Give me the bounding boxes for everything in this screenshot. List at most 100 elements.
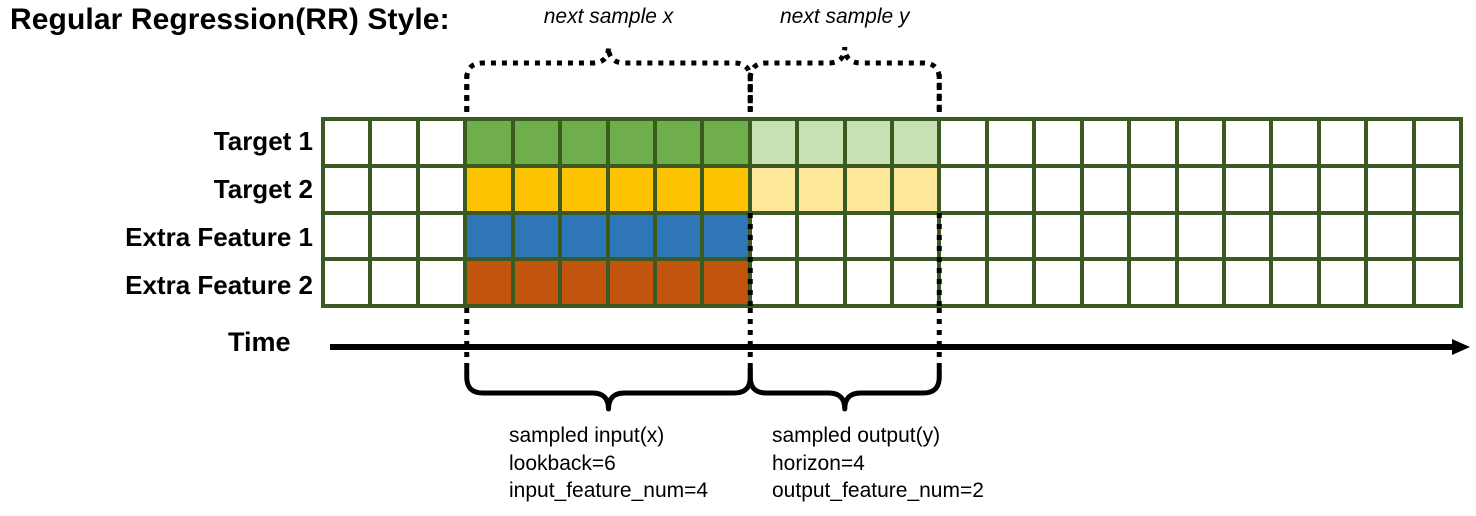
row-label-extra-feature-2: Extra Feature 2 [125, 270, 313, 300]
cell-empty [372, 167, 416, 211]
cell-empty [1083, 167, 1128, 211]
cell-empty [941, 167, 985, 211]
cell-empty [846, 261, 890, 304]
cell-empty [1368, 214, 1412, 258]
top-brace-label-next-sample-y: next sample y [779, 5, 910, 28]
cell-input [467, 214, 511, 258]
cell-empty [988, 121, 1033, 164]
cell-empty [1320, 167, 1365, 211]
cell-input [656, 214, 701, 258]
bottom-brace-sampled-output [747, 366, 942, 412]
top-brace-next-sample-y [747, 46, 942, 111]
cell-empty [1178, 121, 1222, 164]
row-label-target-1: Target 1 [213, 126, 313, 156]
cell-empty [325, 214, 369, 258]
cell-input [562, 261, 606, 304]
cell-output [846, 121, 890, 164]
bottom-note-output-line1: sampled output(y) [772, 424, 941, 447]
bottom-brace-sampled-input [464, 366, 753, 412]
cell-empty [1131, 121, 1175, 164]
cell-empty [846, 214, 890, 258]
bottom-note-input: sampled input(x) lookback=6 input_featur… [509, 422, 708, 505]
cell-input [562, 121, 606, 164]
cell-input [514, 121, 559, 164]
cell-empty [941, 261, 985, 304]
cell-input [656, 261, 701, 304]
cell-empty [894, 261, 938, 304]
cell-input [514, 261, 559, 304]
cell-empty [1273, 167, 1317, 211]
cell-empty [799, 214, 843, 258]
cell-empty [325, 167, 369, 211]
cell-empty [1225, 167, 1270, 211]
cell-empty [1320, 214, 1365, 258]
cell-input [467, 261, 511, 304]
cell-empty [325, 121, 369, 164]
cell-empty [1225, 261, 1270, 304]
cell-input [562, 214, 606, 258]
cell-empty [419, 261, 464, 304]
cell-output [894, 121, 938, 164]
top-dotted-braces [464, 46, 942, 111]
cell-input [562, 167, 606, 211]
cell-empty [1036, 121, 1080, 164]
cell-input [656, 121, 701, 164]
cell-empty [325, 261, 369, 304]
cell-empty [1320, 261, 1365, 304]
cell-empty [1320, 121, 1365, 164]
cell-empty [1273, 121, 1317, 164]
time-axis-arrow [330, 339, 1470, 355]
cell-output [799, 167, 843, 211]
row-label-target-2: Target 2 [213, 174, 313, 204]
top-brace-label-next-sample-x: next sample x [543, 5, 674, 28]
cell-input [467, 121, 511, 164]
cell-empty [1083, 121, 1128, 164]
cell-output [751, 167, 796, 211]
cell-empty [1225, 214, 1270, 258]
cell-empty [1131, 214, 1175, 258]
cell-empty [1036, 261, 1080, 304]
cell-input [467, 167, 511, 211]
cell-empty [372, 121, 416, 164]
bottom-note-input-line3: input_feature_num=4 [509, 479, 709, 503]
cell-input [704, 214, 748, 258]
cell-empty [1273, 261, 1317, 304]
cell-empty [1225, 121, 1270, 164]
cell-empty [1273, 214, 1317, 258]
cell-empty [1178, 167, 1222, 211]
bottom-note-output: sampled output(y) horizon=4 output_featu… [772, 422, 984, 505]
cell-output [894, 167, 938, 211]
cell-empty [1415, 167, 1459, 211]
cell-input [514, 214, 559, 258]
cell-input [609, 167, 653, 211]
cell-empty [1368, 261, 1412, 304]
cell-input [704, 121, 748, 164]
cell-empty [1131, 167, 1175, 211]
cell-output [799, 121, 843, 164]
cell-empty [1178, 261, 1222, 304]
cell-empty [1415, 214, 1459, 258]
cell-empty [751, 261, 796, 304]
cell-empty [419, 214, 464, 258]
bottom-note-output-line3: output_feature_num=2 [772, 479, 984, 503]
cell-empty [1178, 214, 1222, 258]
cell-empty [799, 261, 843, 304]
cell-empty [894, 214, 938, 258]
row-label-extra-feature-1: Extra Feature 1 [125, 222, 313, 252]
time-axis-label: Time [228, 327, 291, 357]
cell-output [751, 121, 796, 164]
cell-empty [941, 121, 985, 164]
cell-input [609, 121, 653, 164]
top-brace-next-sample-x [464, 46, 753, 111]
cell-empty [1083, 214, 1128, 258]
bottom-note-input-line1: sampled input(x) [509, 424, 665, 447]
cell-input [704, 261, 748, 304]
cell-empty [751, 214, 796, 258]
cell-empty [988, 167, 1033, 211]
cell-empty [372, 261, 416, 304]
cell-empty [1131, 261, 1175, 304]
timeline-grid [321, 117, 1463, 308]
cell-empty [419, 167, 464, 211]
cell-empty [941, 214, 985, 258]
cell-empty [1036, 214, 1080, 258]
